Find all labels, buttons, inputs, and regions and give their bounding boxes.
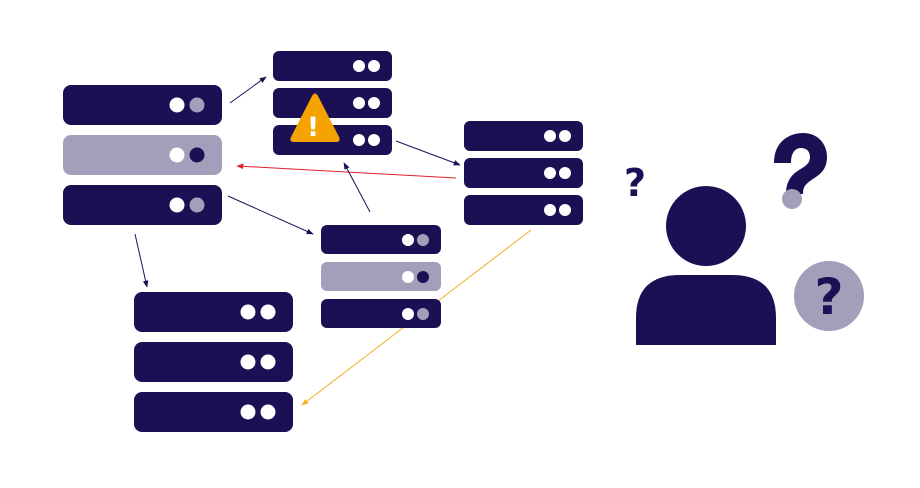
server-icon [134, 392, 293, 432]
server-icon [321, 225, 441, 254]
server-icon [464, 121, 583, 151]
server-icon [134, 292, 293, 332]
server-cluster-d [321, 225, 441, 328]
server-icon [63, 185, 222, 225]
question-mark-icon [774, 133, 827, 209]
server-icon [464, 158, 583, 188]
warning-icon: ! [290, 93, 340, 143]
server-icon [321, 262, 441, 291]
arrow-d-to-b [343, 162, 371, 213]
question-mark-badge: ? [814, 268, 843, 326]
arrow-a-to-d [227, 195, 314, 235]
person-icon [636, 186, 776, 345]
confused-user: ? ? [624, 133, 864, 345]
server-icon [273, 88, 392, 118]
server-cluster-c [464, 121, 583, 225]
arrow-a-to-e [134, 233, 149, 288]
server-icon [63, 135, 222, 175]
server-cluster-e [134, 292, 293, 432]
server-cluster-a [63, 85, 222, 225]
server-cluster-b: ! [273, 51, 392, 155]
question-mark-small: ? [624, 161, 646, 205]
question-mark-icon: ? [624, 161, 646, 205]
arrow-c-to-a [236, 163, 457, 179]
server-icon [273, 51, 392, 81]
arrow-b-to-c [395, 140, 461, 166]
server-icon [134, 342, 293, 382]
arrow-a-to-b [229, 76, 267, 104]
server-icon [464, 195, 583, 225]
warning-symbol: ! [307, 112, 319, 143]
server-icon [63, 85, 222, 125]
server-icon [321, 299, 441, 328]
question-mark-icon: ? [794, 261, 864, 331]
